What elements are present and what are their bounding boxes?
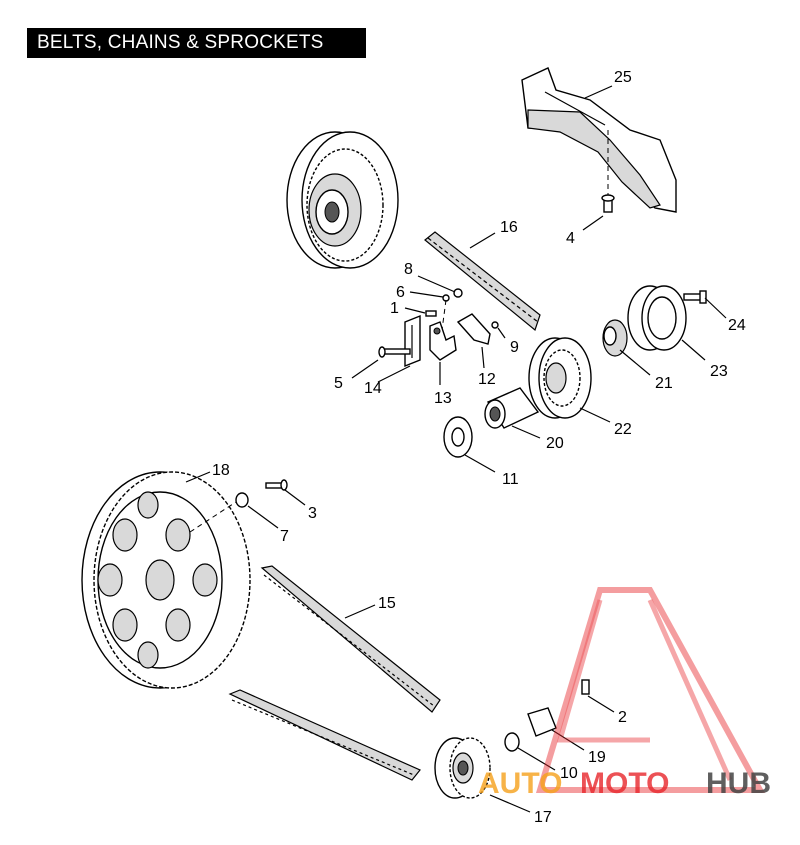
- callout-21: 21: [655, 375, 673, 392]
- part-engine-sprocket: [528, 337, 592, 419]
- part-compensator-cover: [627, 285, 687, 351]
- watermark-text-auto: AUTO: [478, 767, 562, 800]
- callout-16: 16: [500, 219, 518, 236]
- part-primary-chain: [424, 231, 541, 332]
- part-rear-pulley: [81, 471, 251, 689]
- callout-23: 23: [710, 363, 728, 380]
- callout-15: 15: [378, 595, 396, 612]
- callout-6: 6: [396, 284, 405, 301]
- part-compensator-cam: [602, 319, 628, 357]
- callout-18: 18: [212, 462, 230, 479]
- part-drive-belt: [228, 565, 441, 781]
- part-transmission-pulley: [434, 737, 491, 799]
- part-screw-2: [581, 679, 590, 695]
- part-bolt-3: [265, 479, 288, 491]
- callout-9: 9: [510, 339, 519, 356]
- callout-19: 19: [588, 749, 606, 766]
- callout-5: 5: [334, 375, 343, 392]
- callout-labels: 25 4 16 8 6 1 9 12 24 5 14 13 21 23 22 2…: [212, 69, 746, 826]
- part-washer-11: [443, 416, 473, 458]
- callout-4: 4: [566, 230, 575, 247]
- part-chain-cover: [521, 67, 677, 213]
- callout-2: 2: [618, 709, 627, 726]
- callout-3: 3: [308, 505, 317, 522]
- diagram-title: BELTS, CHAINS & SPROCKETS: [27, 28, 366, 58]
- callout-22: 22: [614, 421, 632, 438]
- part-screw-4: [601, 194, 615, 213]
- watermark-logo: [535, 587, 766, 793]
- part-tensioner-shoe: [429, 321, 457, 361]
- part-tensioner-bracket: [404, 314, 421, 368]
- part-clutch-sprocket: [286, 131, 399, 269]
- callout-13: 13: [434, 390, 452, 407]
- callout-7: 7: [280, 528, 289, 545]
- callout-14: 14: [364, 380, 382, 397]
- callout-1: 1: [390, 300, 399, 317]
- callout-10: 10: [560, 765, 578, 782]
- watermark-text-hub: HUB: [706, 767, 771, 800]
- part-bolt-24: [683, 290, 707, 304]
- callout-11: 11: [502, 471, 519, 488]
- callout-25: 25: [614, 69, 632, 86]
- part-adjuster: [456, 313, 491, 345]
- part-bolt-5: [378, 346, 411, 358]
- callout-12: 12: [478, 371, 496, 388]
- part-shaft-extension: [484, 387, 540, 429]
- callout-24: 24: [728, 317, 746, 334]
- callout-8: 8: [404, 261, 413, 278]
- callout-20: 20: [546, 435, 564, 452]
- callout-17: 17: [534, 809, 552, 826]
- watermark-text-moto: MOTO: [580, 767, 669, 800]
